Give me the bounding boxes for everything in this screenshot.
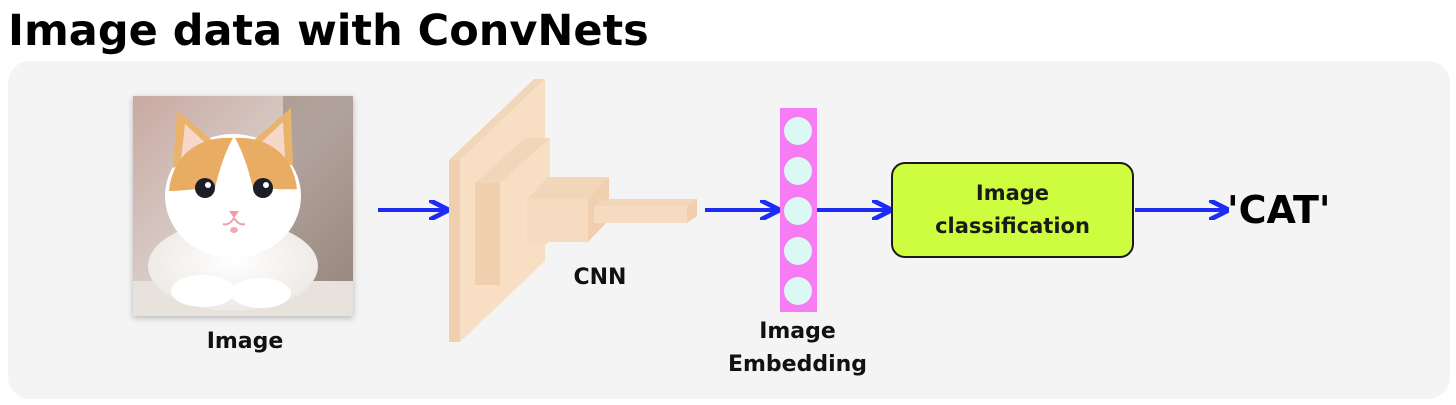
cnn-label: CNN (573, 265, 627, 290)
cnn-layers (449, 79, 697, 342)
embedding-node (784, 157, 812, 185)
embedding-node (784, 117, 812, 145)
output-label: 'CAT' (1227, 188, 1331, 232)
input-image (133, 96, 353, 316)
image-label: Image (206, 329, 284, 354)
classification-label: Image classification (935, 181, 1090, 238)
embedding-node (784, 277, 812, 305)
classification-box: Image classification (891, 162, 1134, 258)
embedding-vector (780, 108, 817, 312)
kitten-photo-icon (133, 96, 353, 316)
embedding-label: Image Embedding (727, 319, 868, 377)
page-title: Image data with ConvNets (8, 6, 649, 56)
embedding-node (784, 237, 812, 265)
embedding-node (784, 197, 812, 225)
